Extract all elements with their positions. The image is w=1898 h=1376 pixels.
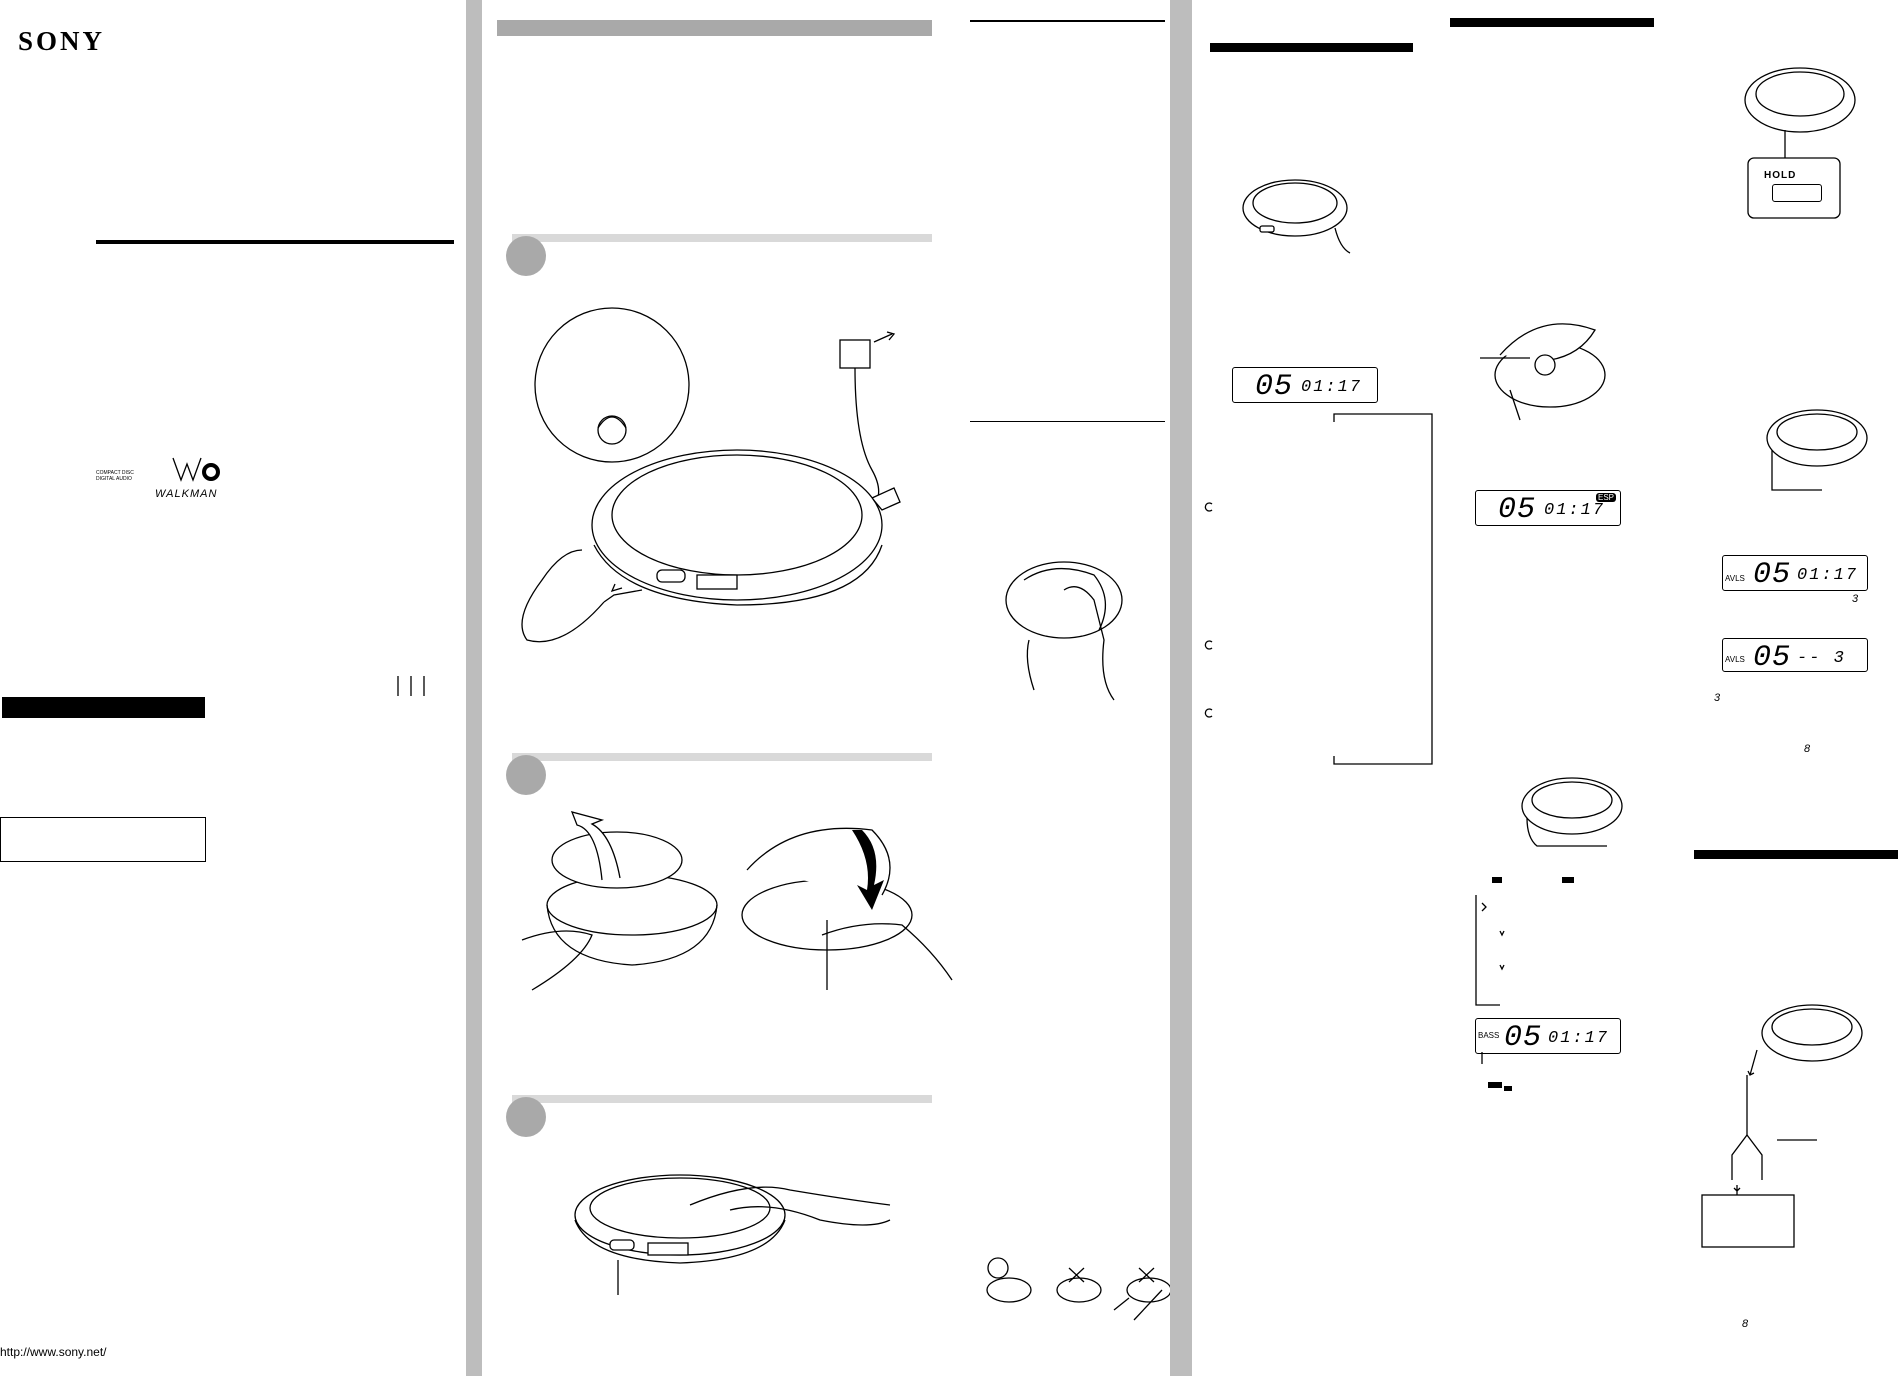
disc-handling-icons [986,1257,1172,1321]
hold-avls-panel: HOLD AVLS 05 01:17 3 AVLS 05 -- 3 3 8 8 [1692,0,1898,1376]
step-1-bar [512,234,932,242]
panel-separator-2 [1170,0,1192,1376]
step-3-illustration [574,1174,891,1295]
sony-logo: SONY [18,26,106,56]
title-rule [96,240,454,244]
volume-label-8b: 8 [1742,1318,1749,1330]
bass-indicator-line [1481,1052,1512,1091]
player-illustration-3 [1766,409,1868,491]
display-4: AVLS 05 01:17 [1722,555,1868,592]
step-1-marker [506,236,546,276]
hold-illustration [1744,67,1856,219]
top-rule [970,20,1165,22]
walkman-logo: WALKMAN [155,450,255,500]
step-3-bar [512,1095,932,1103]
player-illustration-2 [1521,777,1623,847]
disc-insert-illustration [1005,561,1123,701]
section-rule [1694,850,1898,859]
step-2-illustration [521,811,953,991]
step-2-bar [512,753,932,761]
bass-level-diagram [1475,877,1574,1006]
cover-panel: SONY COMPACT DISC DIGITAL AUDIO WALKMAN … [0,0,465,1376]
black-band [2,697,205,718]
volume-label-8: 8 [1804,743,1811,755]
display-5: AVLS 05 -- 3 [1722,638,1868,675]
display-3: BASS 05 01:17 [1475,1018,1621,1055]
hold-switch[interactable] [1772,184,1822,202]
volume-label-3: 3 [1714,692,1721,704]
display-2: 05 01:17 ESP [1475,490,1621,527]
display-1: 05 01:17 [1232,367,1378,404]
vertical-marks [396,676,431,696]
section-rule [1210,43,1413,52]
header-bar [497,20,932,36]
step-1-illustration [521,307,901,643]
open-lid-illustration [1480,323,1606,421]
sound-panel: 05 01:17 ESP BASS 05 01:17 [1412,0,1692,1376]
sony-url[interactable]: http://www.sony.net/ [0,1345,107,1359]
section-rule [1450,18,1654,27]
connect-illustration [1701,1004,1863,1248]
step-2-marker [506,755,546,795]
text-panel [962,0,1172,1376]
steps-panel [482,0,962,1376]
outlined-box [0,817,206,862]
playback-panel: 05 01:17 [1192,0,1433,1376]
player-illustration-1 [1242,179,1351,254]
repeat-mode-diagram [1204,413,1433,765]
step-3-marker [506,1097,546,1137]
mid-rule [970,421,1165,422]
volume-indicator-1: 3 [1852,593,1859,605]
hold-label: HOLD [1764,170,1797,181]
panel-separator [466,0,482,1376]
compact-disc-logo: COMPACT DISC DIGITAL AUDIO [96,470,134,482]
